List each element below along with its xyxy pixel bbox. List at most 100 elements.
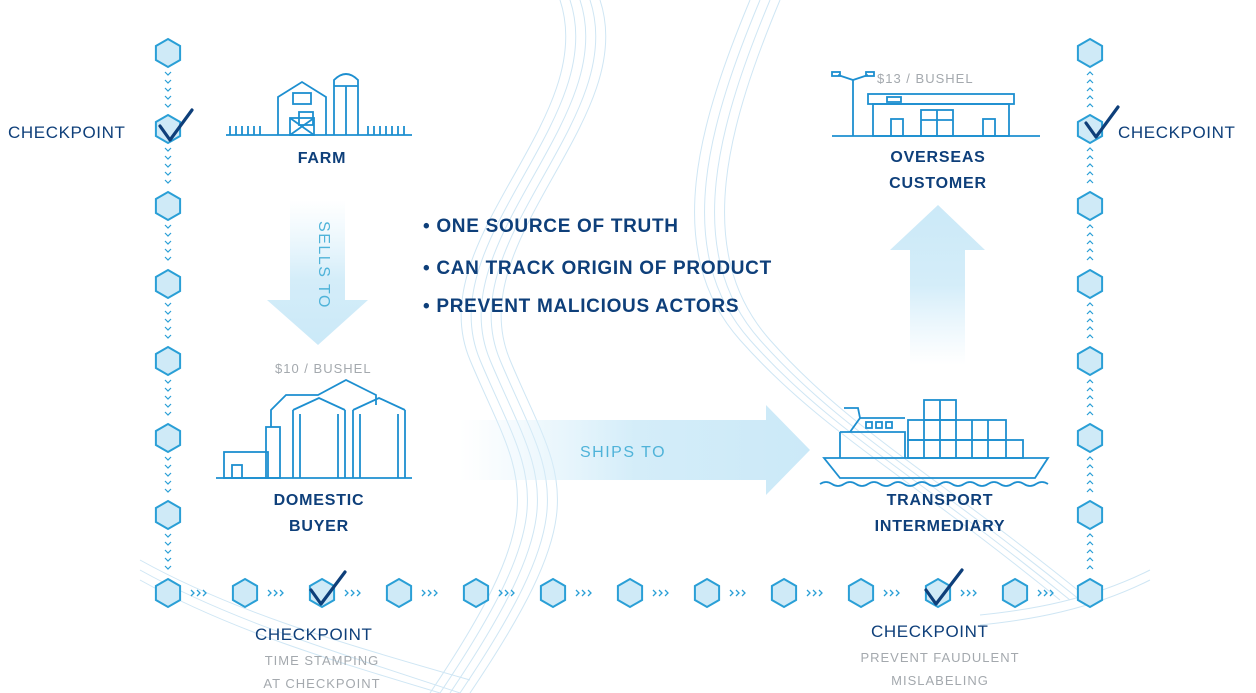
chain-link-chevron xyxy=(1086,240,1094,245)
chain-link-chevron xyxy=(164,411,172,416)
checkpoint-label-left: CHECKPOINT xyxy=(8,123,126,142)
benefit-item: • CAN TRACK ORIGIN OF PRODUCT xyxy=(423,258,772,279)
checkpoint-caption-line1: TIME STAMPING xyxy=(264,653,380,668)
chain-link-chevron xyxy=(960,589,965,597)
chain-link-chevron xyxy=(421,589,426,597)
block-hexagon xyxy=(154,577,182,609)
chain-link-chevron xyxy=(1086,103,1094,108)
check-icon xyxy=(1084,105,1120,139)
overseas-price: $13 / BUSHEL xyxy=(877,71,974,86)
chain-link-chevron xyxy=(735,589,740,597)
checkpoint-caption-line1: PREVENT FAUDULENT xyxy=(860,650,1020,665)
overseas-label-line2: CUSTOMER xyxy=(889,175,987,192)
chain-link-chevron xyxy=(812,589,817,597)
chain-link-chevron xyxy=(658,589,663,597)
ships-to-label: SHIPS TO xyxy=(580,444,667,461)
domestic-buyer-label-line2: BUYER xyxy=(288,518,349,535)
chain-link-chevron xyxy=(1086,155,1094,160)
block-hexagon xyxy=(1076,422,1104,454)
chain-link-chevron xyxy=(1086,395,1094,400)
chain-link-chevron xyxy=(164,179,172,184)
chain-link-chevron xyxy=(652,589,657,597)
checkpoint-checkmarks xyxy=(158,105,1120,606)
chain-link-chevron xyxy=(164,541,172,546)
block-hexagon xyxy=(154,345,182,377)
chain-link-chevron xyxy=(433,589,438,597)
chain-link-chevron xyxy=(164,557,172,562)
chain-link-chevron xyxy=(202,589,207,597)
transport-label-line1: TRANSPORT xyxy=(886,492,994,509)
chain-link-chevron xyxy=(664,589,669,597)
checkpoint-label-bottom-right: CHECKPOINT xyxy=(871,622,989,641)
chain-link-chevron xyxy=(1086,318,1094,323)
chain-link-chevron xyxy=(741,589,746,597)
ships-to-arrow xyxy=(460,405,810,495)
checkpoint-caption-line2: AT CHECKPOINT xyxy=(263,676,381,691)
chain-link-chevron xyxy=(1086,326,1094,331)
chain-link-chevron xyxy=(350,589,355,597)
block-hexagon xyxy=(154,499,182,531)
chain-link-chevron xyxy=(1086,541,1094,546)
chain-link-chevron xyxy=(164,488,172,493)
chain-link-chevron xyxy=(164,456,172,461)
chain-link-chevron xyxy=(504,589,509,597)
block-hexagon xyxy=(462,577,490,609)
block-hexagon xyxy=(1076,345,1104,377)
check-icon xyxy=(924,568,964,606)
chain-link-chevron xyxy=(1086,411,1094,416)
sells-to-arrow xyxy=(267,200,368,345)
chain-link-chevron xyxy=(344,589,349,597)
chain-link-chevron xyxy=(1086,533,1094,538)
chain-link-chevron xyxy=(1086,480,1094,485)
farm-label: FARM xyxy=(297,150,347,167)
farm-icon xyxy=(226,73,412,136)
benefit-item: • ONE SOURCE OF TRUTH xyxy=(423,216,679,237)
chain-link-chevron xyxy=(1086,224,1094,229)
chain-link-chevron xyxy=(883,589,888,597)
chain-link-chevron xyxy=(895,589,900,597)
chain-link-chevron xyxy=(164,155,172,160)
chain-connectors xyxy=(164,71,1094,597)
chain-link-chevron xyxy=(164,387,172,392)
block-hexagon xyxy=(693,577,721,609)
chain-link-chevron xyxy=(273,589,278,597)
block-hexagon xyxy=(1076,577,1104,609)
transport-label-line2: INTERMEDIARY xyxy=(874,518,1006,535)
chain-link-chevron xyxy=(196,589,201,597)
block-hexagon xyxy=(1076,190,1104,222)
chain-link-chevron xyxy=(587,589,592,597)
checkpoint-label-bottom-left: CHECKPOINT xyxy=(255,625,373,644)
blockchain-blocks xyxy=(154,37,1104,609)
chain-link-chevron xyxy=(1086,163,1094,168)
chain-link-chevron xyxy=(1086,456,1094,461)
chain-link-chevron xyxy=(1086,256,1094,261)
block-hexagon xyxy=(1076,37,1104,69)
chain-link-chevron xyxy=(164,326,172,331)
chain-link-chevron xyxy=(1086,565,1094,570)
block-hexagon xyxy=(154,422,182,454)
chain-link-chevron xyxy=(164,464,172,469)
chain-link-chevron xyxy=(164,565,172,570)
domestic-price: $10 / BUSHEL xyxy=(275,361,372,376)
chain-link-chevron xyxy=(1086,79,1094,84)
block-hexagon xyxy=(616,577,644,609)
chain-link-chevron xyxy=(1086,171,1094,176)
chain-link-chevron xyxy=(164,302,172,307)
chain-link-chevron xyxy=(1086,310,1094,315)
block-hexagon xyxy=(1076,268,1104,300)
chain-link-chevron xyxy=(164,318,172,323)
chain-link-chevron xyxy=(164,79,172,84)
chain-link-chevron xyxy=(164,163,172,168)
chain-link-chevron xyxy=(729,589,734,597)
chain-link-chevron xyxy=(164,147,172,152)
check-icon xyxy=(158,108,194,142)
block-hexagon xyxy=(847,577,875,609)
chain-link-chevron xyxy=(164,256,172,261)
chain-link-chevron xyxy=(889,589,894,597)
block-hexagon xyxy=(539,577,567,609)
chain-link-chevron xyxy=(164,379,172,384)
chain-link-chevron xyxy=(1086,334,1094,339)
chain-link-chevron xyxy=(1086,302,1094,307)
chain-link-chevron xyxy=(1086,87,1094,92)
chain-link-chevron xyxy=(164,472,172,477)
